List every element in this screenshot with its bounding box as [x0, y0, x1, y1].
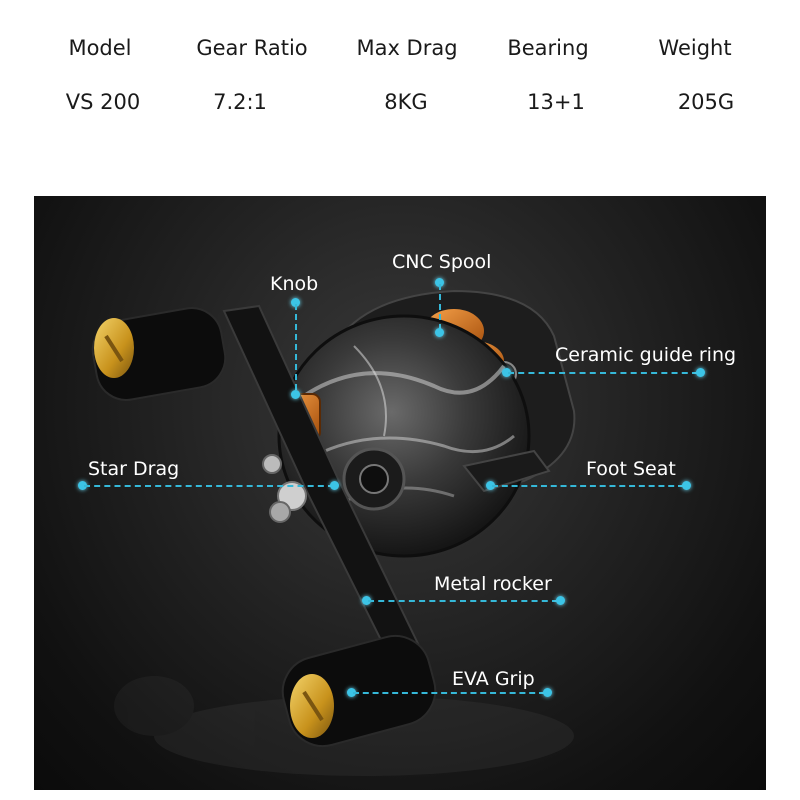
callout-dot — [347, 688, 356, 697]
product-photo: CNC Spool Knob Ceramic guide ring Star D… — [34, 196, 766, 790]
callout-star-drag: Star Drag — [88, 458, 180, 480]
callout-dot — [362, 596, 371, 605]
callout-line — [295, 304, 297, 390]
callout-foot-seat: Foot Seat — [586, 458, 676, 480]
lower-grip — [281, 634, 437, 748]
spec-value-weight: 205G — [677, 90, 735, 114]
spec-header-max-drag: Max Drag — [356, 36, 458, 60]
spec-value-model: VS 200 — [65, 90, 141, 114]
spec-value-bearing: 13+1 — [527, 90, 585, 114]
callout-dot — [696, 368, 705, 377]
callout-line — [492, 485, 684, 487]
spec-header-gear-ratio: Gear Ratio — [196, 36, 308, 60]
callout-dot — [291, 390, 300, 399]
callout-dot — [556, 596, 565, 605]
callout-dot — [435, 278, 444, 287]
reel-illustration — [91, 289, 576, 776]
callout-line — [353, 692, 545, 694]
spec-table: Model Gear Ratio Max Drag Bearing Weight… — [0, 0, 800, 190]
callout-metal-rocker: Metal rocker — [434, 573, 552, 595]
spec-value-gear-ratio: 7.2:1 — [213, 90, 267, 114]
callout-knob: Knob — [270, 273, 319, 295]
callout-line — [439, 284, 441, 330]
upper-grip — [91, 307, 227, 401]
callout-line — [368, 600, 558, 602]
callout-ceramic-guide-ring: Ceramic guide ring — [555, 344, 737, 366]
callout-dot — [502, 368, 511, 377]
callout-dot — [435, 328, 444, 337]
callout-line — [508, 372, 698, 374]
spec-header-model: Model — [68, 36, 132, 60]
spec-value-max-drag: 8KG — [384, 90, 428, 114]
callout-dot — [78, 481, 87, 490]
callout-dot — [330, 481, 339, 490]
spec-header-bearing: Bearing — [507, 36, 589, 60]
callout-line — [84, 485, 334, 487]
spec-header-weight: Weight — [658, 36, 732, 60]
callout-dot — [291, 298, 300, 307]
callout-dot — [682, 481, 691, 490]
callout-dot — [543, 688, 552, 697]
callout-dot — [486, 481, 495, 490]
callout-eva-grip: EVA Grip — [452, 668, 535, 690]
callout-cnc-spool: CNC Spool — [392, 251, 492, 273]
